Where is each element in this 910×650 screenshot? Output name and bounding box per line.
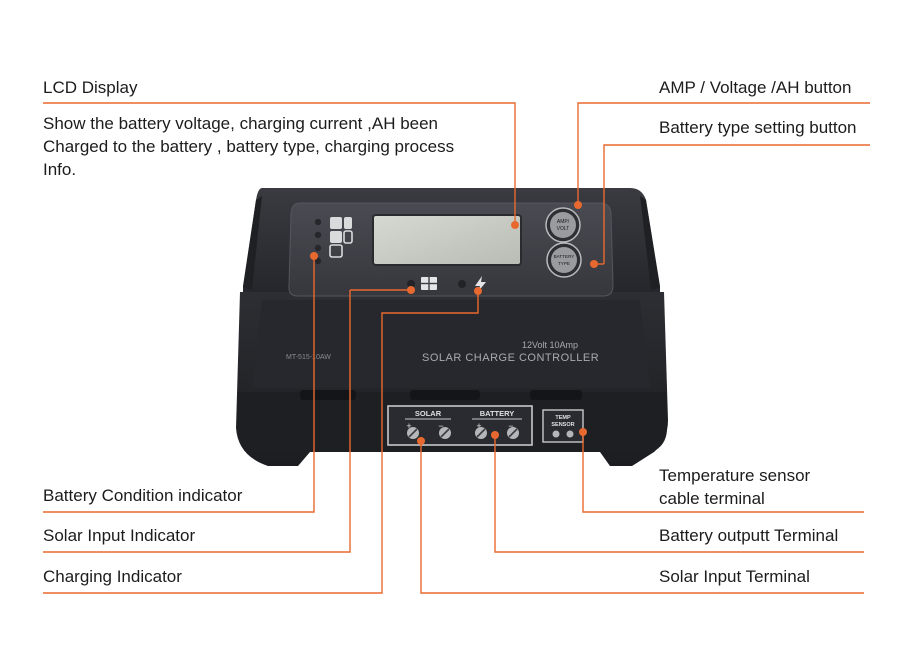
- temp-sensor-plate: [542, 409, 584, 443]
- charging-led: [458, 280, 466, 288]
- solar-minus-screw-icon: [439, 427, 451, 439]
- lcd-display-desc-line-2: Charged to the battery , battery type, c…: [43, 137, 455, 156]
- temp-sensor-text-1: TEMP: [555, 415, 571, 421]
- rating-text: 12Volt 10Amp: [522, 340, 578, 350]
- temp-sensor-socket-right: [566, 430, 574, 438]
- battery-type-button[interactable]: BATTERY TYPE: [546, 242, 582, 278]
- charging-indicator-leader-line: [43, 291, 479, 594]
- temp-sensor-terminal-label-line-2: cable terminal: [659, 489, 765, 508]
- battery-type-button-text-1: BATTERY: [554, 254, 575, 259]
- solar-input-terminal-label: Solar Input Terminal: [659, 567, 810, 586]
- battery-led-1: [314, 218, 322, 226]
- solar-input-leader-line: [420, 441, 864, 594]
- solar-input-led: [407, 280, 415, 288]
- charging-indicator-endpoint-dot: [474, 287, 482, 295]
- battery-minus-sign: −: [508, 421, 513, 431]
- battery-output-leader-line: [494, 435, 864, 553]
- terminal-battery-label: BATTERY: [480, 409, 515, 418]
- temp-sensor-socket-left: [552, 430, 560, 438]
- leader-lines: [43, 102, 870, 594]
- solar-indicator-leader-line: [43, 290, 351, 553]
- lightning-bolt-icon: [475, 276, 486, 293]
- temp-sensor-endpoint-dot: [579, 428, 587, 436]
- amp-volt-button-text-2: VOLT: [557, 226, 570, 232]
- battery-level-icon-5: [343, 230, 353, 244]
- battery-level-icon-4: [344, 217, 352, 229]
- battery-led-2: [314, 231, 322, 239]
- battery-led-3: [314, 244, 322, 252]
- battery-type-leader-line: [603, 144, 870, 264]
- amp-button-leader-line: [577, 102, 870, 205]
- battery-level-icon-1: [330, 217, 342, 229]
- battery-output-terminal-label: Battery outputt Terminal: [659, 526, 839, 545]
- battery-condition-icons: [314, 217, 353, 265]
- device-slanted-face: [252, 300, 650, 388]
- lcd-display-desc-line-1: Show the battery voltage, charging curre…: [43, 114, 439, 133]
- amp-button-endpoint-dot: [574, 201, 582, 209]
- amp-volt-button-face[interactable]: [550, 212, 576, 238]
- amp-volt-button-text-1: AMP/: [557, 219, 570, 225]
- product-name-text: SOLAR CHARGE CONTROLLER: [422, 352, 599, 364]
- battery-level-icon-2: [330, 231, 342, 243]
- temp-sensor-terminal-label-line-1: Temperature sensor: [659, 466, 811, 485]
- device-right-grip: [640, 196, 660, 290]
- battery-type-button-face[interactable]: [551, 247, 577, 273]
- lcd-endpoint-dot: [511, 221, 519, 229]
- temp-sensor-text-2: SENSOR: [551, 422, 574, 428]
- terminal-solar-label: SOLAR: [415, 409, 442, 418]
- battery-led-4: [314, 257, 322, 265]
- charge-controller-device: AMP/ VOLT BATTERY TYPE MT-515-10AW 12Vol…: [236, 188, 668, 466]
- device-front-notch-left: [300, 390, 356, 400]
- terminal-block: SOLAR BATTERY + − + − TEMP SENSOR: [387, 405, 584, 446]
- battery-plus-screw-icon: [475, 427, 487, 439]
- battery-output-endpoint-dot: [491, 431, 499, 439]
- device-front-notch-center: [410, 390, 480, 400]
- solar-minus-sign: −: [438, 421, 443, 431]
- battery-type-button-label: Battery type setting button: [659, 118, 857, 137]
- temp-sensor-leader-line: [582, 432, 864, 513]
- amp-volt-button[interactable]: AMP/ VOLT: [545, 207, 581, 243]
- device-left-grip: [243, 196, 262, 290]
- battery-minus-screw-icon: [507, 427, 519, 439]
- battery-type-button-text-2: TYPE: [558, 261, 570, 266]
- lcd-screen: [372, 214, 522, 266]
- model-number: MT-515-10AW: [286, 354, 331, 361]
- battery-condition-endpoint-dot: [310, 252, 318, 260]
- solar-plus-sign: +: [406, 421, 411, 431]
- charging-indicator-label: Charging Indicator: [43, 567, 182, 586]
- solar-input-indicator-label: Solar Input Indicator: [43, 526, 196, 545]
- lcd-leader-line: [43, 102, 516, 225]
- solar-plus-screw-icon: [407, 427, 419, 439]
- battery-condition-indicator-label: Battery Condition indicator: [43, 486, 243, 505]
- device-front-notch-right: [530, 390, 582, 400]
- battery-plus-sign: +: [476, 421, 481, 431]
- solar-input-endpoint-dot: [417, 437, 425, 445]
- lcd-display-desc-line-3: Info.: [43, 160, 77, 179]
- battery-level-icon-3: [329, 244, 343, 258]
- amp-button-label: AMP / Voltage /AH button: [659, 78, 852, 97]
- leader-endpoints: [310, 201, 598, 445]
- lcd-display-title: LCD Display: [43, 78, 138, 97]
- battery-condition-leader-line: [43, 256, 315, 513]
